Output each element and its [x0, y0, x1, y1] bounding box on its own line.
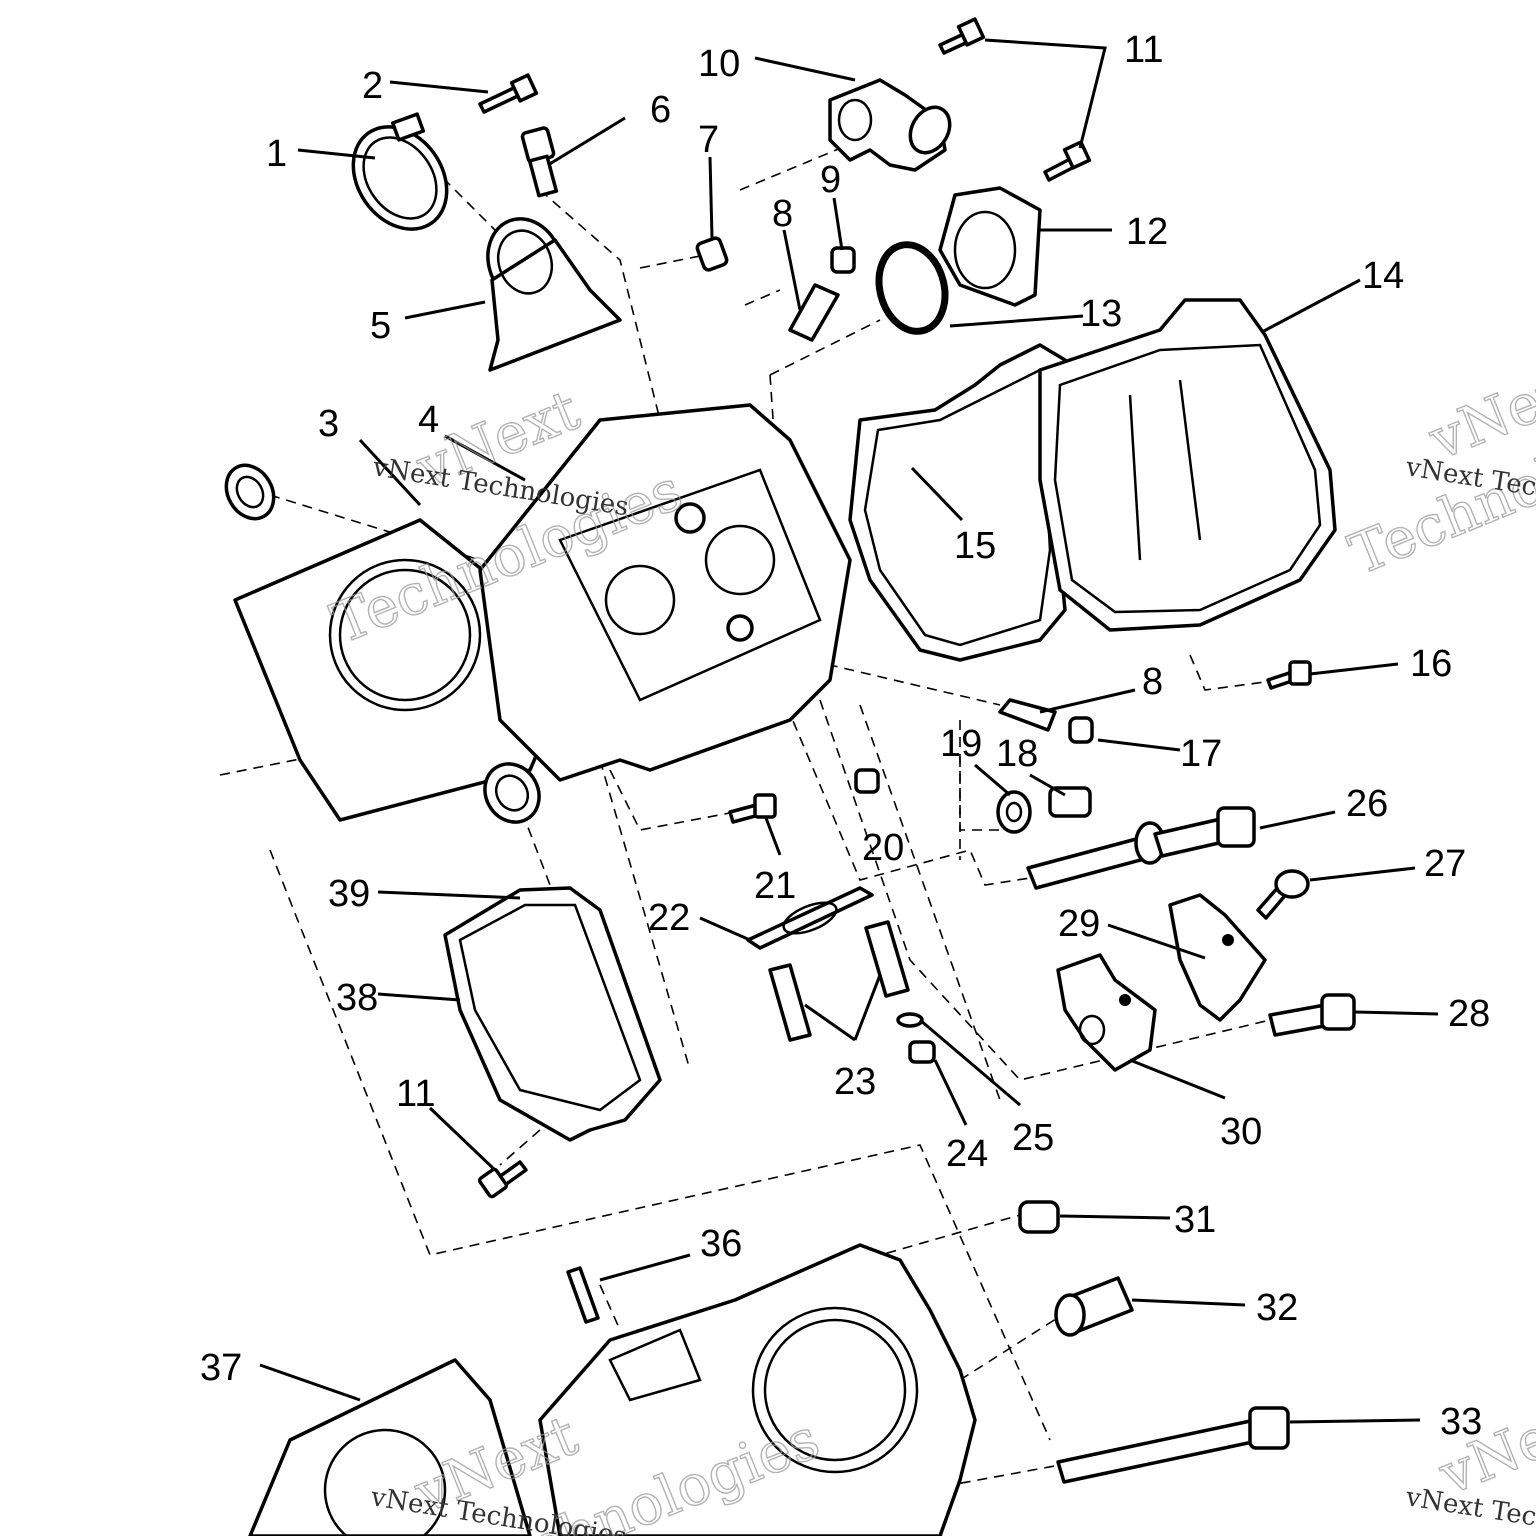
callout-25: 25 — [1012, 1117, 1054, 1159]
callout-8-top: 8 — [772, 193, 793, 235]
callout-20: 20 — [862, 827, 904, 869]
part-base-gasket — [248, 1358, 532, 1536]
callout-21: 21 — [754, 865, 796, 907]
callout-2: 2 — [362, 65, 383, 107]
part-nut-17 — [1068, 716, 1094, 744]
part-clamp — [351, 112, 449, 231]
callout-3: 3 — [318, 403, 339, 445]
part-stud-33 — [1056, 1406, 1290, 1484]
part-spark-plug-36 — [566, 1266, 600, 1324]
callout-27: 27 — [1424, 843, 1466, 885]
part-screw-16 — [1266, 660, 1312, 690]
callout-10: 10 — [698, 43, 740, 85]
part-gasket-22 — [746, 886, 874, 950]
part-bolt-11-top — [938, 17, 986, 55]
callout-30: 30 — [1220, 1111, 1262, 1153]
part-seal-left — [224, 463, 276, 521]
part-bolt-6 — [520, 126, 559, 198]
part-rocker-30 — [1056, 953, 1157, 1072]
part-bolt-28 — [1268, 993, 1356, 1037]
part-rocker-29 — [1168, 893, 1267, 1022]
part-dowel-7 — [695, 236, 729, 272]
part-water-elbow — [828, 78, 952, 172]
part-dowel-24 — [908, 1040, 936, 1064]
callout-13: 13 — [1080, 293, 1122, 335]
part-valve-cover-gasket — [848, 343, 1067, 662]
part-intake-boot — [486, 217, 622, 372]
callout-4: 4 — [418, 399, 439, 441]
callout-29: 29 — [1058, 903, 1100, 945]
part-cylinder-head — [478, 403, 852, 782]
leader-lines — [259, 38, 1439, 1424]
callout-37: 37 — [200, 1347, 242, 1389]
part-nut-9 — [830, 246, 856, 274]
callout-28: 28 — [1448, 993, 1490, 1035]
part-rear-valve-cover — [443, 886, 662, 1142]
callout-8-right: 8 — [1142, 661, 1163, 703]
part-thermostat-housing — [938, 186, 1042, 307]
part-pin-8-top — [788, 283, 840, 342]
part-stud-26 — [1026, 806, 1256, 890]
callout-23: 23 — [834, 1061, 876, 1103]
part-pin-8-right — [998, 698, 1057, 732]
callout-16: 16 — [1410, 643, 1452, 685]
callout-9: 9 — [820, 159, 841, 201]
part-seal-bottom — [483, 762, 541, 824]
callout-17: 17 — [1180, 733, 1222, 775]
callout-31: 31 — [1174, 1199, 1216, 1241]
callout-15: 15 — [954, 525, 996, 567]
part-cylinder — [538, 1243, 977, 1536]
callout-7: 7 — [698, 119, 719, 161]
callout-24: 24 — [946, 1133, 988, 1175]
part-dowel-20 — [854, 768, 880, 794]
callout-12: 12 — [1126, 211, 1168, 253]
part-plug-18 — [1048, 786, 1092, 818]
part-springs-23 — [768, 920, 910, 1042]
callout-38: 38 — [336, 977, 378, 1019]
part-o-ring — [875, 241, 949, 335]
part-bolt-11-lower — [477, 1160, 528, 1199]
callout-22: 22 — [648, 897, 690, 939]
callout-labels: 1 2 3 4 5 6 7 8 8 9 10 11 11 12 13 14 15… — [200, 29, 1490, 1443]
callout-19: 19 — [940, 723, 982, 765]
callout-39: 39 — [328, 873, 370, 915]
watermark-top-right: vNext Technologies vNext Technologies — [1340, 349, 1536, 589]
part-washer-19 — [996, 790, 1032, 834]
callout-6: 6 — [650, 89, 671, 131]
callout-11-top: 11 — [1124, 29, 1163, 71]
callout-36: 36 — [700, 1223, 742, 1265]
part-dowel-31 — [1018, 1200, 1060, 1234]
callout-32: 32 — [1256, 1287, 1298, 1329]
callout-18: 18 — [996, 733, 1038, 775]
part-screw-27 — [1256, 869, 1310, 920]
callout-1: 1 — [266, 133, 287, 175]
part-bolt-2 — [478, 73, 539, 114]
part-clip-25 — [896, 1012, 924, 1028]
callout-11-lower: 11 — [396, 1073, 435, 1115]
part-bolt-11-mid — [1043, 140, 1092, 182]
part-fitting-32 — [1054, 1276, 1134, 1337]
callout-33: 33 — [1440, 1401, 1482, 1443]
callout-14: 14 — [1362, 255, 1404, 297]
part-valve-cover — [1038, 298, 1337, 632]
callout-26: 26 — [1346, 783, 1388, 825]
part-bolt-21 — [728, 793, 777, 824]
watermark-brand: vNext — [1420, 350, 1536, 474]
callout-5: 5 — [370, 305, 391, 347]
